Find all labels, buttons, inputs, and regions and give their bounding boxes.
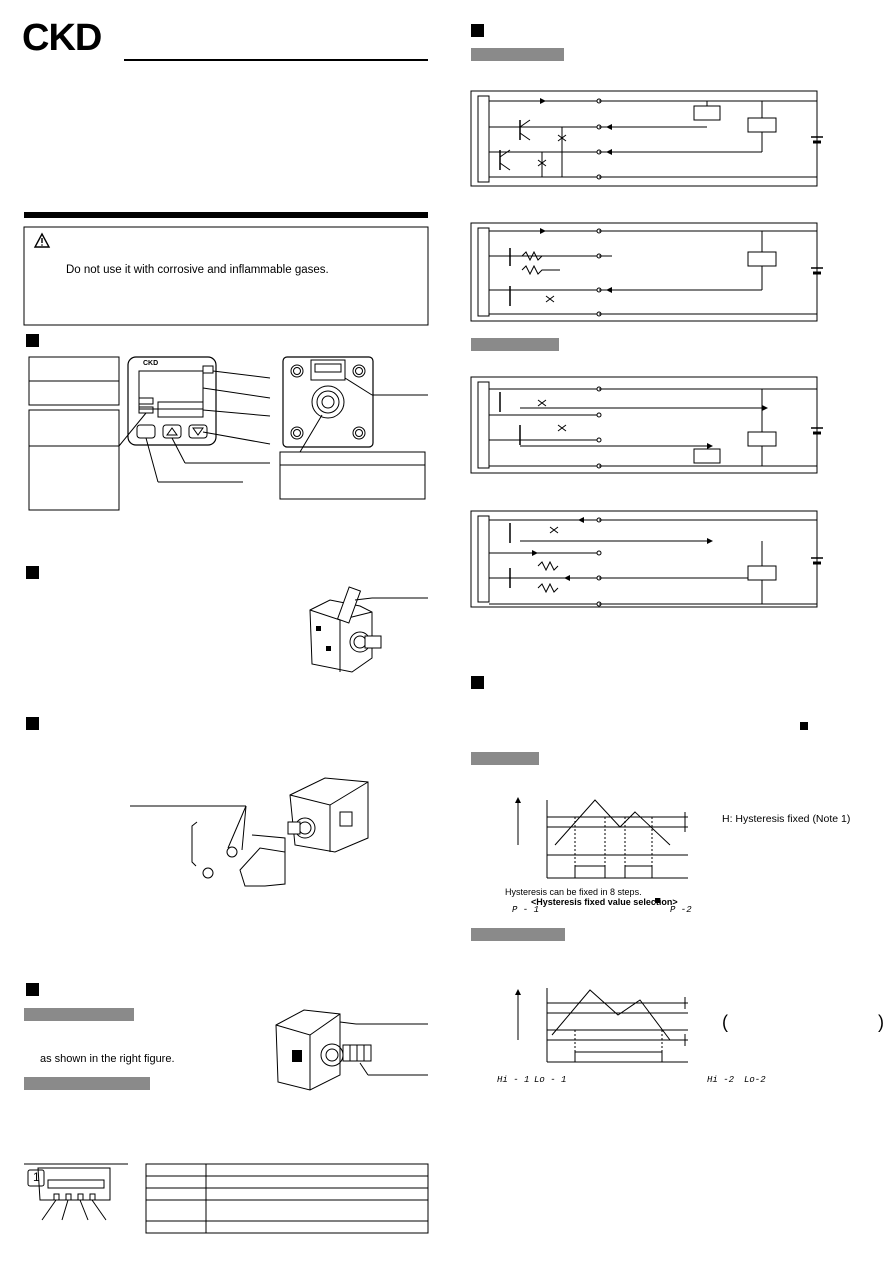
window-bracket: ( ) — [722, 1012, 885, 1032]
subheading-bar — [471, 48, 564, 61]
hysteresis-legend: H: Hysteresis fixed (Note 1) — [722, 813, 851, 825]
wiring-text: as shown in the right figure. — [40, 1053, 175, 1065]
code-p1: P - 1 — [512, 905, 540, 915]
subheading-bar — [471, 752, 539, 765]
code-hi1: Hi - 1 — [497, 1075, 530, 1085]
section-marker-4 — [26, 983, 39, 996]
section-marker-5 — [471, 24, 484, 37]
code-lo2: Lo-2 — [744, 1075, 766, 1085]
connector-pin-label: 1 — [33, 1170, 40, 1184]
subheading-bar — [24, 1077, 150, 1090]
code-p2: P -2 — [670, 905, 692, 915]
subheading-bar — [471, 338, 559, 351]
subheading-bar — [24, 1008, 134, 1021]
brand-logo: CKD — [22, 17, 102, 59]
hysteresis-selection: <Hysteresis fixed value selection> — [531, 897, 678, 907]
hysteresis-note: Hysteresis can be fixed in 8 steps. — [505, 887, 642, 897]
code-lo1: Lo - 1 — [534, 1075, 567, 1085]
panel-brand: CKD — [143, 360, 159, 367]
section-marker-3 — [26, 717, 39, 730]
subheading-bar — [471, 928, 565, 941]
section-marker-2 — [26, 566, 39, 579]
warning-text: Do not use it with corrosive and inflamm… — [66, 264, 329, 276]
section-marker-6 — [471, 676, 484, 689]
section-marker-1 — [26, 334, 39, 347]
code-hi2: Hi -2 — [707, 1075, 735, 1085]
